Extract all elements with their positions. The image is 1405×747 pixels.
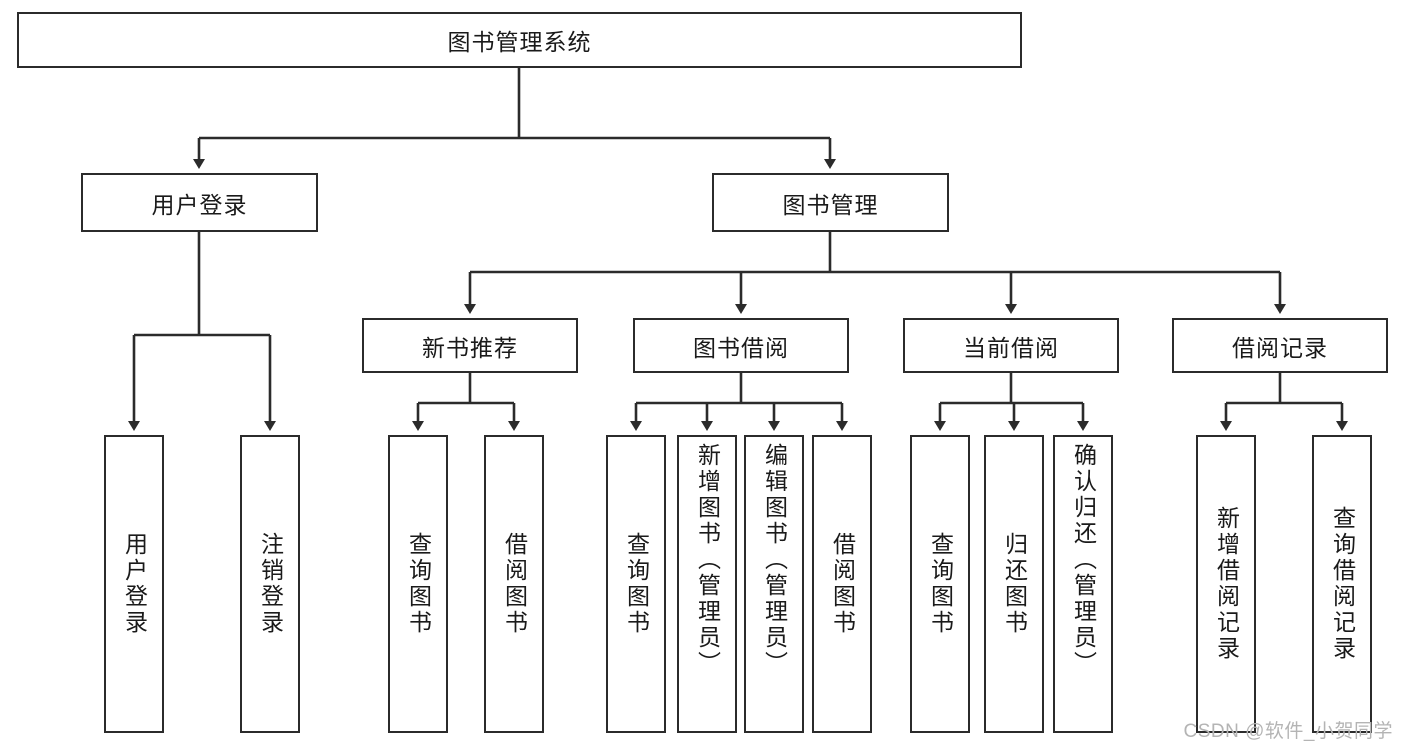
node-leaf-7[interactable]: 借阅图书 [812, 435, 872, 733]
node-level2-1[interactable]: 图书借阅 [633, 318, 849, 373]
node-level2-0[interactable]: 新书推荐 [362, 318, 578, 373]
node-leaf-4[interactable]: 查询图书 [606, 435, 666, 733]
node-leaf-5[interactable]: 新增图书（管理员） [677, 435, 737, 733]
node-level2-3[interactable]: 借阅记录 [1172, 318, 1388, 373]
node-leaf-9[interactable]: 归还图书 [984, 435, 1044, 733]
node-leaf-8[interactable]: 查询图书 [910, 435, 970, 733]
node-leaf-2[interactable]: 查询图书 [388, 435, 448, 733]
node-leaf-6[interactable]: 编辑图书（管理员） [744, 435, 804, 733]
csdn-watermark: CSDN @软件_小贺同学 [1183, 721, 1393, 742]
node-leaf-1[interactable]: 注销登录 [240, 435, 300, 733]
node-level1-0[interactable]: 用户登录 [81, 173, 318, 232]
node-leaf-11[interactable]: 新增借阅记录 [1196, 435, 1256, 733]
node-leaf-3[interactable]: 借阅图书 [484, 435, 544, 733]
node-root[interactable]: 图书管理系统 [17, 12, 1022, 68]
node-leaf-10[interactable]: 确认归还（管理员） [1053, 435, 1113, 733]
node-level2-2[interactable]: 当前借阅 [903, 318, 1119, 373]
node-leaf-12[interactable]: 查询借阅记录 [1312, 435, 1372, 733]
node-level1-1[interactable]: 图书管理 [712, 173, 949, 232]
node-leaf-0[interactable]: 用户登录 [104, 435, 164, 733]
